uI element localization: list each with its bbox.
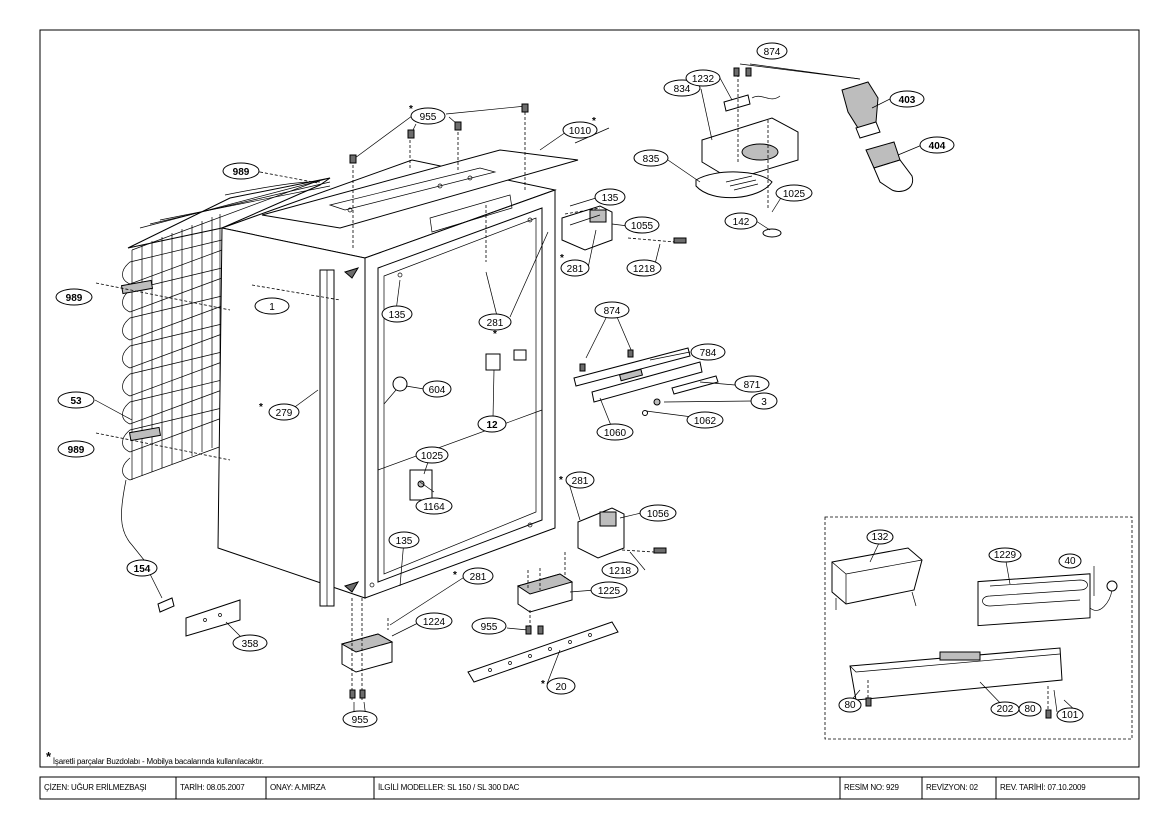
label-135-bottom: 135 (396, 536, 413, 547)
callout-labels: 989 989 53 989 1 955 1010 135 1055 281 1… (66, 47, 1079, 726)
label-955-top: 955 (420, 112, 437, 123)
label-135-left: 135 (389, 310, 406, 321)
label-1164: 1164 (423, 502, 445, 513)
label-955-bottom: 955 (352, 715, 369, 726)
label-154: 154 (134, 564, 151, 575)
lamp-socket-and-bulb (841, 81, 914, 192)
title-block-drawn-by: ÇİZEN: UĞUR ERİLMEZBAŞI (44, 783, 147, 792)
label-1218-top: 1218 (633, 264, 656, 275)
footnote: * İşaretli parçalar Buzdolabı - Mobilya … (46, 749, 264, 767)
support-block-1224 (340, 633, 394, 673)
label-1225: 1225 (598, 586, 621, 597)
inset-box (824, 516, 1133, 740)
label-1025-lamp: 1025 (783, 189, 806, 200)
label-1060: 1060 (604, 428, 627, 439)
label-604: 604 (429, 385, 446, 396)
label-281-center: 281 (487, 318, 504, 329)
label-358: 358 (242, 639, 259, 650)
title-block-frame (39, 776, 1140, 800)
label-1224: 1224 (423, 617, 446, 628)
callout-bubbles (55, 42, 1084, 728)
label-101: 101 (1062, 710, 1079, 721)
label-142: 142 (733, 217, 750, 228)
label-1218-bottom: 1218 (609, 566, 632, 577)
label-989-mid: 989 (66, 293, 83, 304)
base-bracket (467, 621, 619, 683)
svg-text:*: * (453, 570, 457, 581)
title-block-drawing-no: RESİM NO: 929 (844, 783, 899, 792)
label-281-lower-hinge: 281 (572, 476, 589, 487)
label-1: 1 (269, 302, 275, 313)
svg-text:*: * (592, 116, 596, 127)
label-989-top: 989 (233, 167, 250, 178)
label-135-top: 135 (602, 193, 619, 204)
label-1010: 1010 (569, 126, 592, 137)
svg-text:*: * (409, 104, 413, 115)
label-1025-inner: 1025 (421, 451, 444, 462)
label-784: 784 (700, 348, 717, 359)
condenser-grill (120, 177, 331, 566)
drawing-frame (39, 29, 1140, 768)
lower-hinge (577, 507, 625, 559)
label-834: 834 (674, 84, 691, 95)
label-132: 132 (872, 532, 889, 543)
upper-hinge (561, 205, 613, 251)
svg-text:*: * (559, 475, 563, 486)
title-block-dividers (175, 777, 997, 799)
title-block-revision-date: REV. TARİHİ: 07.10.2009 (1000, 783, 1086, 792)
vent-plate (157, 597, 241, 637)
label-1062: 1062 (694, 416, 717, 427)
label-835: 835 (643, 154, 660, 165)
support-block-1225 (516, 573, 574, 613)
label-989-low: 989 (68, 445, 85, 456)
label-279: 279 (276, 408, 293, 419)
cabinet-body (217, 159, 557, 607)
footnote-asterisk: * (46, 749, 51, 764)
label-202: 202 (997, 704, 1014, 715)
title-block-revision: REVİZYON: 02 (926, 783, 978, 792)
thermostat-parts (383, 349, 527, 501)
label-403: 403 (899, 95, 916, 106)
label-80-right: 80 (1024, 704, 1036, 715)
label-955-mid: 955 (481, 622, 498, 633)
title-block-date: TARİH: 08.05.2007 (180, 783, 245, 792)
lamp-housing-parts (695, 94, 799, 238)
screws (349, 67, 1052, 719)
label-1055: 1055 (631, 221, 654, 232)
assembly-leaders (95, 70, 1049, 714)
label-871: 871 (744, 380, 761, 391)
svg-text:*: * (259, 402, 263, 413)
top-cover-plate (261, 149, 579, 229)
label-404: 404 (929, 141, 946, 152)
label-281-hinge: 281 (567, 264, 584, 275)
label-53: 53 (70, 396, 82, 407)
label-3: 3 (761, 397, 767, 408)
title-block-approval: ONAY: A.MIRZA (270, 783, 326, 792)
label-1229: 1229 (994, 550, 1017, 561)
label-874-top: 874 (764, 47, 781, 58)
title-block-models: İLGİLİ MODELLER: SL 150 / SL 300 DAC (378, 783, 520, 792)
label-874-mid: 874 (604, 306, 621, 317)
footnote-text: İşaretli parçalar Buzdolabı - Mobilya ba… (52, 757, 264, 766)
label-1232: 1232 (692, 74, 715, 85)
label-12: 12 (486, 420, 498, 431)
label-281-bottom: 281 (470, 572, 487, 583)
svg-text:*: * (493, 329, 497, 340)
svg-text:*: * (541, 679, 545, 690)
label-80-left: 80 (844, 700, 856, 711)
svg-text:*: * (560, 253, 564, 264)
label-40: 40 (1064, 556, 1076, 567)
label-1056: 1056 (647, 509, 670, 520)
asterisk-marks: * * * * * * * * (259, 104, 596, 690)
inset-parts (831, 547, 1118, 701)
label-20: 20 (555, 682, 567, 693)
